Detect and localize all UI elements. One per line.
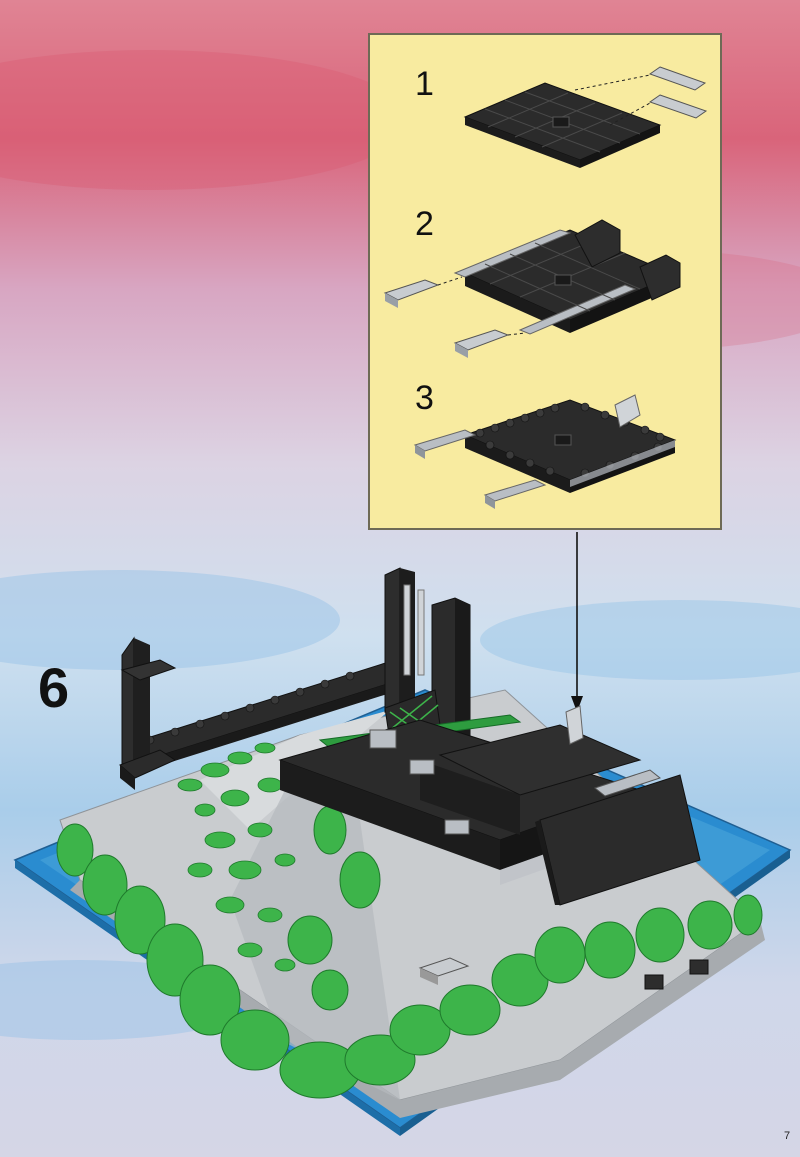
left-tower <box>119 636 177 790</box>
path-stones <box>177 742 296 972</box>
substep-3-illustration <box>413 394 677 509</box>
substep-number-1: 1 <box>415 65 434 103</box>
center-tower <box>384 567 471 749</box>
placement-arrow <box>571 532 583 712</box>
ground-tiles <box>418 957 709 990</box>
courtyard-walls <box>278 705 662 885</box>
step-number: 6 <box>38 656 70 719</box>
page-number: 7 <box>784 1130 791 1142</box>
front-plate <box>535 774 701 906</box>
substep-illustrations <box>383 66 708 509</box>
substep-1-illustration <box>463 66 708 168</box>
substep-number-2: 2 <box>415 205 434 243</box>
substep-number-3: 3 <box>415 379 434 417</box>
substep-2-illustration <box>383 219 681 358</box>
foliage <box>56 805 763 1099</box>
substep-panel: 1 2 3 <box>368 33 722 530</box>
